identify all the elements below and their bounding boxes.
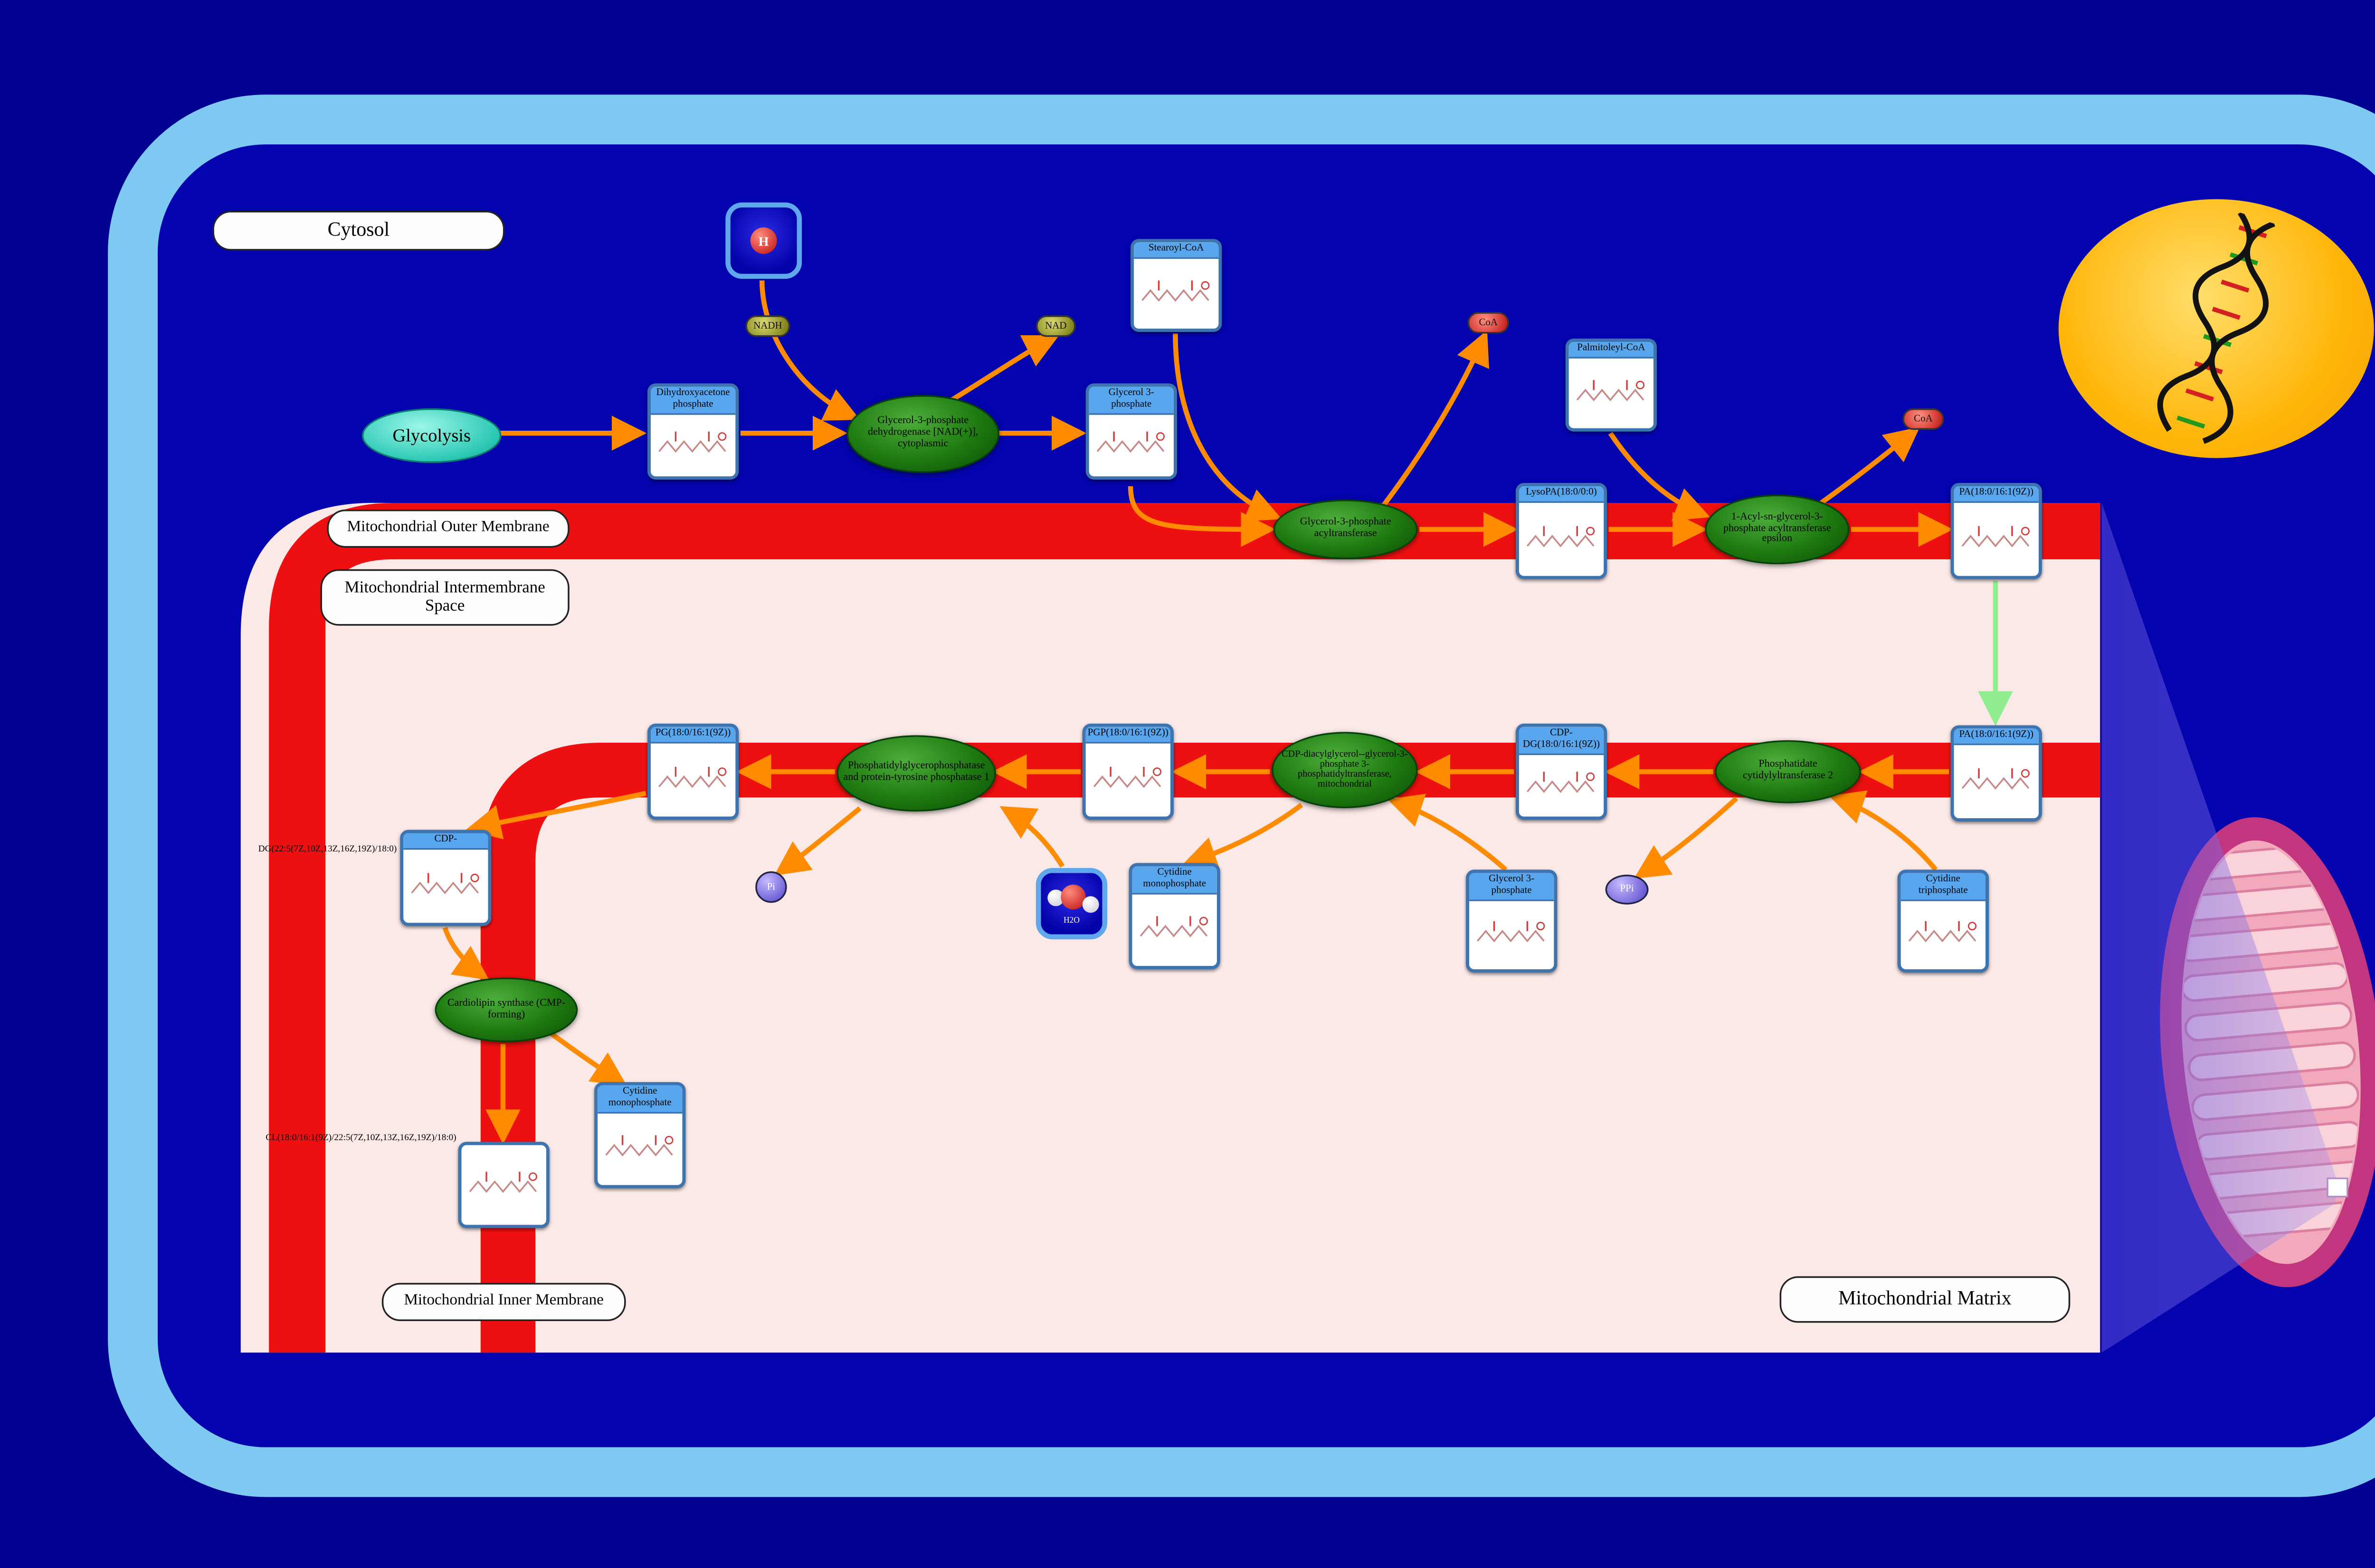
metabolite-label: PG(18:0/16:1(9Z)) [651,727,736,744]
metabolite-ctp[interactable]: Cytidine triphosphate [1897,869,1989,973]
cofactor-ppi[interactable]: PPi [1605,874,1649,905]
metabolite-label: Cytidine monophosphate [1132,866,1217,895]
enzyme-pgps[interactable]: CDP-diacylglycerol--glycerol-3-phosphate… [1272,732,1418,809]
metabolite-pgp[interactable]: PGP(18:0/16:1(9Z)) [1082,723,1174,820]
molecule-structure-icon [1134,258,1219,329]
label-matrix: Mitochondrial Matrix [1779,1276,2071,1323]
metabolite-label: Palmitoleyl-CoA [1568,341,1654,359]
enzyme-ptpmt1[interactable]: Phosphatidylglycerophosphatase and prote… [836,735,996,812]
metabolite-label: CDP- [403,833,488,850]
metabolite-g3p-matrix[interactable]: Glycerol 3-phosphate [1466,869,1558,973]
metabolite-label: Stearoyl-CoA [1134,242,1219,259]
enzyme-gpd1[interactable]: Glycerol-3-phosphate dehydrogenase [NAD(… [846,395,999,473]
cofactor-coa-2[interactable]: CoA [1902,408,1944,430]
water-label: H2O [1063,917,1080,926]
metabolite-pa-inner[interactable]: PA(18:0/16:1(9Z)) [1950,725,2042,822]
molecule-structure-icon [1954,502,2039,576]
molecule-structure-icon [651,414,736,477]
molecule-structure-icon [1519,755,1604,817]
label-cdp-dg2-name: DG(22:5(7Z,10Z,13Z,16Z,19Z)/18:0) [258,844,397,855]
molecule-structure-icon [1132,894,1217,966]
metabolite-label: LysoPA(18:0/0:0) [1519,486,1604,503]
label-inner-membrane: Mitochondrial Inner Membrane [381,1283,626,1322]
enzyme-cds2[interactable]: Phosphatidate cytidylyltransferase 2 [1715,740,1861,803]
dna-icon [2157,211,2275,444]
hydrogen-ion-node[interactable]: H [725,202,802,279]
zoom-cone [2101,502,2336,1353]
molecule-structure-icon [1089,414,1174,477]
water-node[interactable]: H2O [1036,868,1108,940]
metabolite-stearoyl-coa[interactable]: Stearoyl-CoA [1130,239,1222,332]
metabolite-dhap[interactable]: Dihydroxyacetone phosphate [647,383,739,480]
metabolite-label: Cytidine monophosphate [598,1085,683,1114]
label-intermembrane-space: Mitochondrial Intermembrane Space [320,569,570,626]
metabolite-cmp-bottom[interactable]: Cytidine monophosphate [594,1082,686,1189]
metabolite-g3p-cytosol[interactable]: Glycerol 3-phosphate [1085,383,1177,480]
enzyme-gpat[interactable]: Glycerol-3-phosphate acyltransferase [1273,499,1418,559]
molecule-structure-icon [1900,901,1986,970]
molecule-structure-icon [1085,743,1170,817]
cofactor-nad[interactable]: NAD [1036,315,1076,337]
molecule-structure-icon [1568,358,1654,428]
cofactor-nadh[interactable]: NADH [745,315,790,337]
hydrogen-atom-icon: H [750,227,777,254]
enzyme-agpat[interactable]: 1-Acyl-sn-glycerol-3-phosphate acyltrans… [1705,494,1850,565]
reaction-arrows [442,280,1953,1144]
nucleus [2058,199,2374,458]
cofactor-coa-1[interactable]: CoA [1467,312,1509,334]
cofactor-pi[interactable]: Pi [755,871,787,903]
metabolite-cdp-dg[interactable]: CDP-DG(18:0/16:1(9Z)) [1515,723,1607,820]
metabolite-pa-outer[interactable]: PA(18:0/16:1(9Z)) [1950,483,2042,579]
metabolite-label: PA(18:0/16:1(9Z)) [1954,728,2039,745]
metabolite-lysopa[interactable]: LysoPA(18:0/0:0) [1515,483,1607,579]
metabolite-label: Dihydroxyacetone phosphate [651,387,736,415]
inner-membrane-band [480,743,2100,1353]
molecule-structure-icon [651,743,736,817]
molecule-structure-icon [403,850,488,923]
enzyme-cardiolipin-synthase[interactable]: Cardiolipin synthase (CMP-forming) [435,977,578,1042]
metabolite-label: Cytidine triphosphate [1900,873,1986,901]
molecule-structure-icon [461,1145,546,1225]
label-cardiolipin-name: CL(18:0/16:1(9Z)/22:5(7Z,10Z,13Z,16Z,19Z… [266,1133,456,1144]
molecule-structure-icon [1469,901,1554,970]
metabolite-cdp-dg2[interactable]: CDP- [400,830,492,926]
water-molecule-icon [1046,881,1098,918]
metabolite-label: CDP-DG(18:0/16:1(9Z)) [1519,727,1604,755]
metabolite-cmp-matrix[interactable]: Cytidine monophosphate [1129,863,1220,970]
metabolite-palmitoleyl-coa[interactable]: Palmitoleyl-CoA [1565,338,1657,432]
process-glycolysis[interactable]: Glycolysis [361,408,502,463]
molecule-structure-icon [598,1113,683,1185]
metabolite-pg[interactable]: PG(18:0/16:1(9Z)) [647,723,739,820]
label-cytosol: Cytosol [212,210,505,251]
metabolite-cardiolipin[interactable] [458,1142,550,1228]
molecule-structure-icon [1954,745,2039,819]
molecule-structure-icon [1519,502,1604,576]
metabolite-label: PA(18:0/16:1(9Z)) [1954,486,2039,503]
label-outer-membrane: Mitochondrial Outer Membrane [327,509,570,548]
mitochondrion-zoom-marker [2327,1177,2348,1198]
metabolite-label: Glycerol 3-phosphate [1469,873,1554,901]
metabolite-label: PGP(18:0/16:1(9Z)) [1085,727,1170,744]
metabolite-label: Glycerol 3-phosphate [1089,387,1174,415]
